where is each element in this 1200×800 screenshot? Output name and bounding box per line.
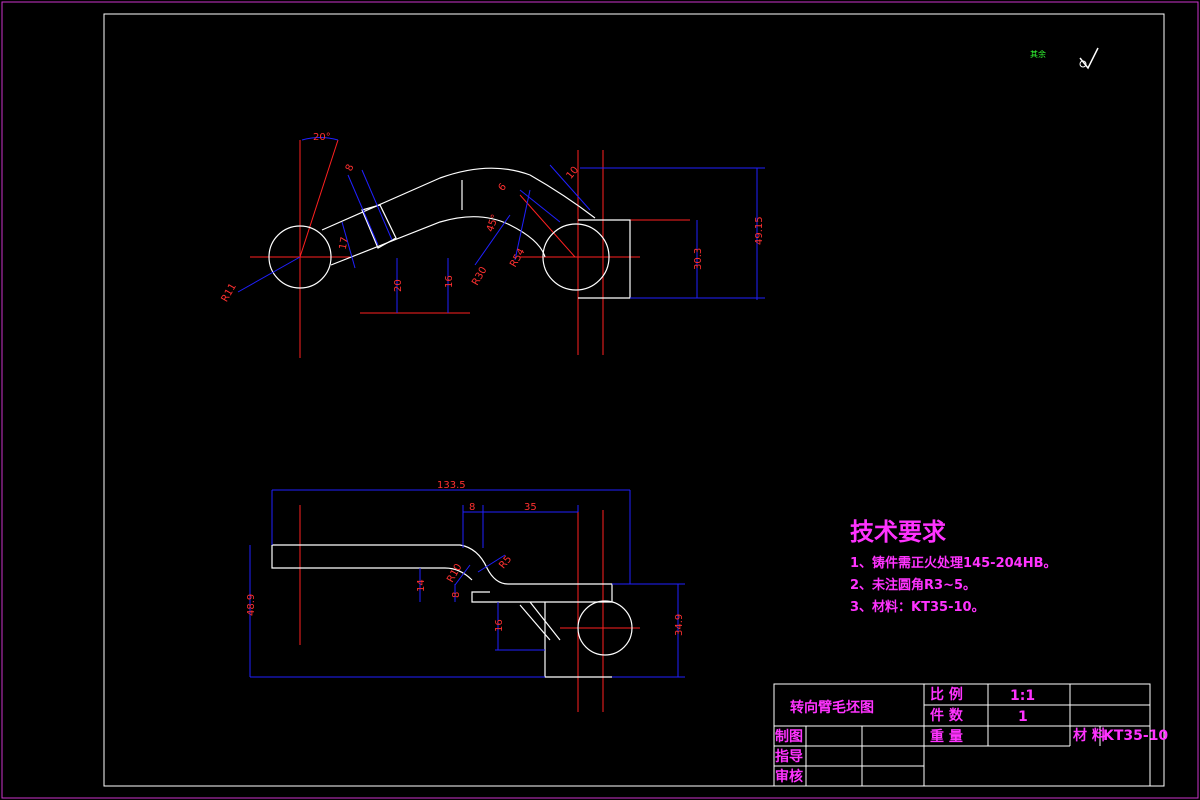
corner-mark-text: 其余: [1030, 49, 1046, 59]
dim-width-35: 35: [524, 502, 537, 513]
surface-finish-mark: 其余: [1030, 47, 1099, 70]
dim-height-20: 20: [393, 279, 404, 292]
top-view: 20° 8 17 R11 20 16 R30 45° R54 6 10 30.3…: [220, 132, 765, 358]
dim-height-34-9: 34.9: [674, 614, 685, 636]
top-outline: [268, 167, 631, 299]
dim-radius-30: R30: [470, 265, 489, 288]
scale-value: 1:1: [1010, 688, 1035, 704]
inner-border: [103, 13, 1165, 787]
dim-radius-5: R5: [497, 554, 514, 571]
front-centerlines: [299, 505, 640, 712]
dim-height-30-3: 30.3: [693, 248, 704, 270]
qty-value: 1: [1018, 709, 1028, 725]
dim-height-8: 8: [451, 592, 462, 598]
material-value: KT35-10: [1103, 728, 1168, 744]
check-mark-icon: [1079, 47, 1099, 70]
dim-height-48-9: 48.9: [246, 594, 257, 616]
front-view: 133.5 8 35 R5 R10 14 8 48.9 16 34.9: [246, 480, 685, 712]
guided-label: 指导: [775, 748, 803, 765]
dim-height-49-15: 49.15: [754, 216, 765, 245]
qty-label: 件 数: [930, 707, 964, 724]
dim-height-16-front: 16: [494, 619, 505, 632]
tech-item-2: 2、未注圆角R3~5。: [850, 577, 976, 593]
scale-label: 比 例: [930, 686, 963, 703]
material-label: 材 料: [1073, 727, 1106, 744]
front-dimlines: [249, 489, 685, 678]
tech-item-1: 1、铸件需正火处理145-204HB。: [850, 555, 1057, 571]
weight-label: 重 量: [930, 728, 963, 745]
tech-requirements: 技术要求 1、铸件需正火处理145-204HB。 2、未注圆角R3~5。 3、材…: [850, 518, 1057, 615]
title-block: 转向臂毛坯图 比 例 1:1 件 数 1 重 量 材 料 KT35-10 制图 …: [773, 683, 1168, 787]
drawing-name: 转向臂毛坯图: [790, 699, 874, 716]
top-dimlines: [237, 137, 765, 313]
finish-circle-icon: [1079, 60, 1087, 68]
tech-title: 技术要求: [850, 518, 946, 546]
top-centerlines: [250, 139, 690, 358]
drawn-label: 制图: [775, 728, 803, 745]
reviewed-label: 审核: [775, 768, 803, 785]
dim-width-17: 17: [338, 236, 351, 250]
dim-width-10: 10: [564, 165, 581, 182]
dim-width-6: 6: [496, 182, 509, 194]
dim-height-16: 16: [444, 275, 455, 288]
dim-radius-11: R11: [220, 282, 239, 305]
dim-width-8-front: 8: [469, 502, 475, 513]
dim-angle-top: 20°: [313, 132, 331, 143]
dim-length-133-5: 133.5: [437, 480, 466, 491]
dim-radius-10: R10: [445, 562, 464, 585]
dim-height-14: 14: [416, 579, 427, 592]
dim-width-8: 8: [344, 163, 357, 173]
tech-item-3: 3、材料：KT35-10。: [850, 599, 985, 615]
dim-radius-54: R54: [508, 247, 527, 270]
